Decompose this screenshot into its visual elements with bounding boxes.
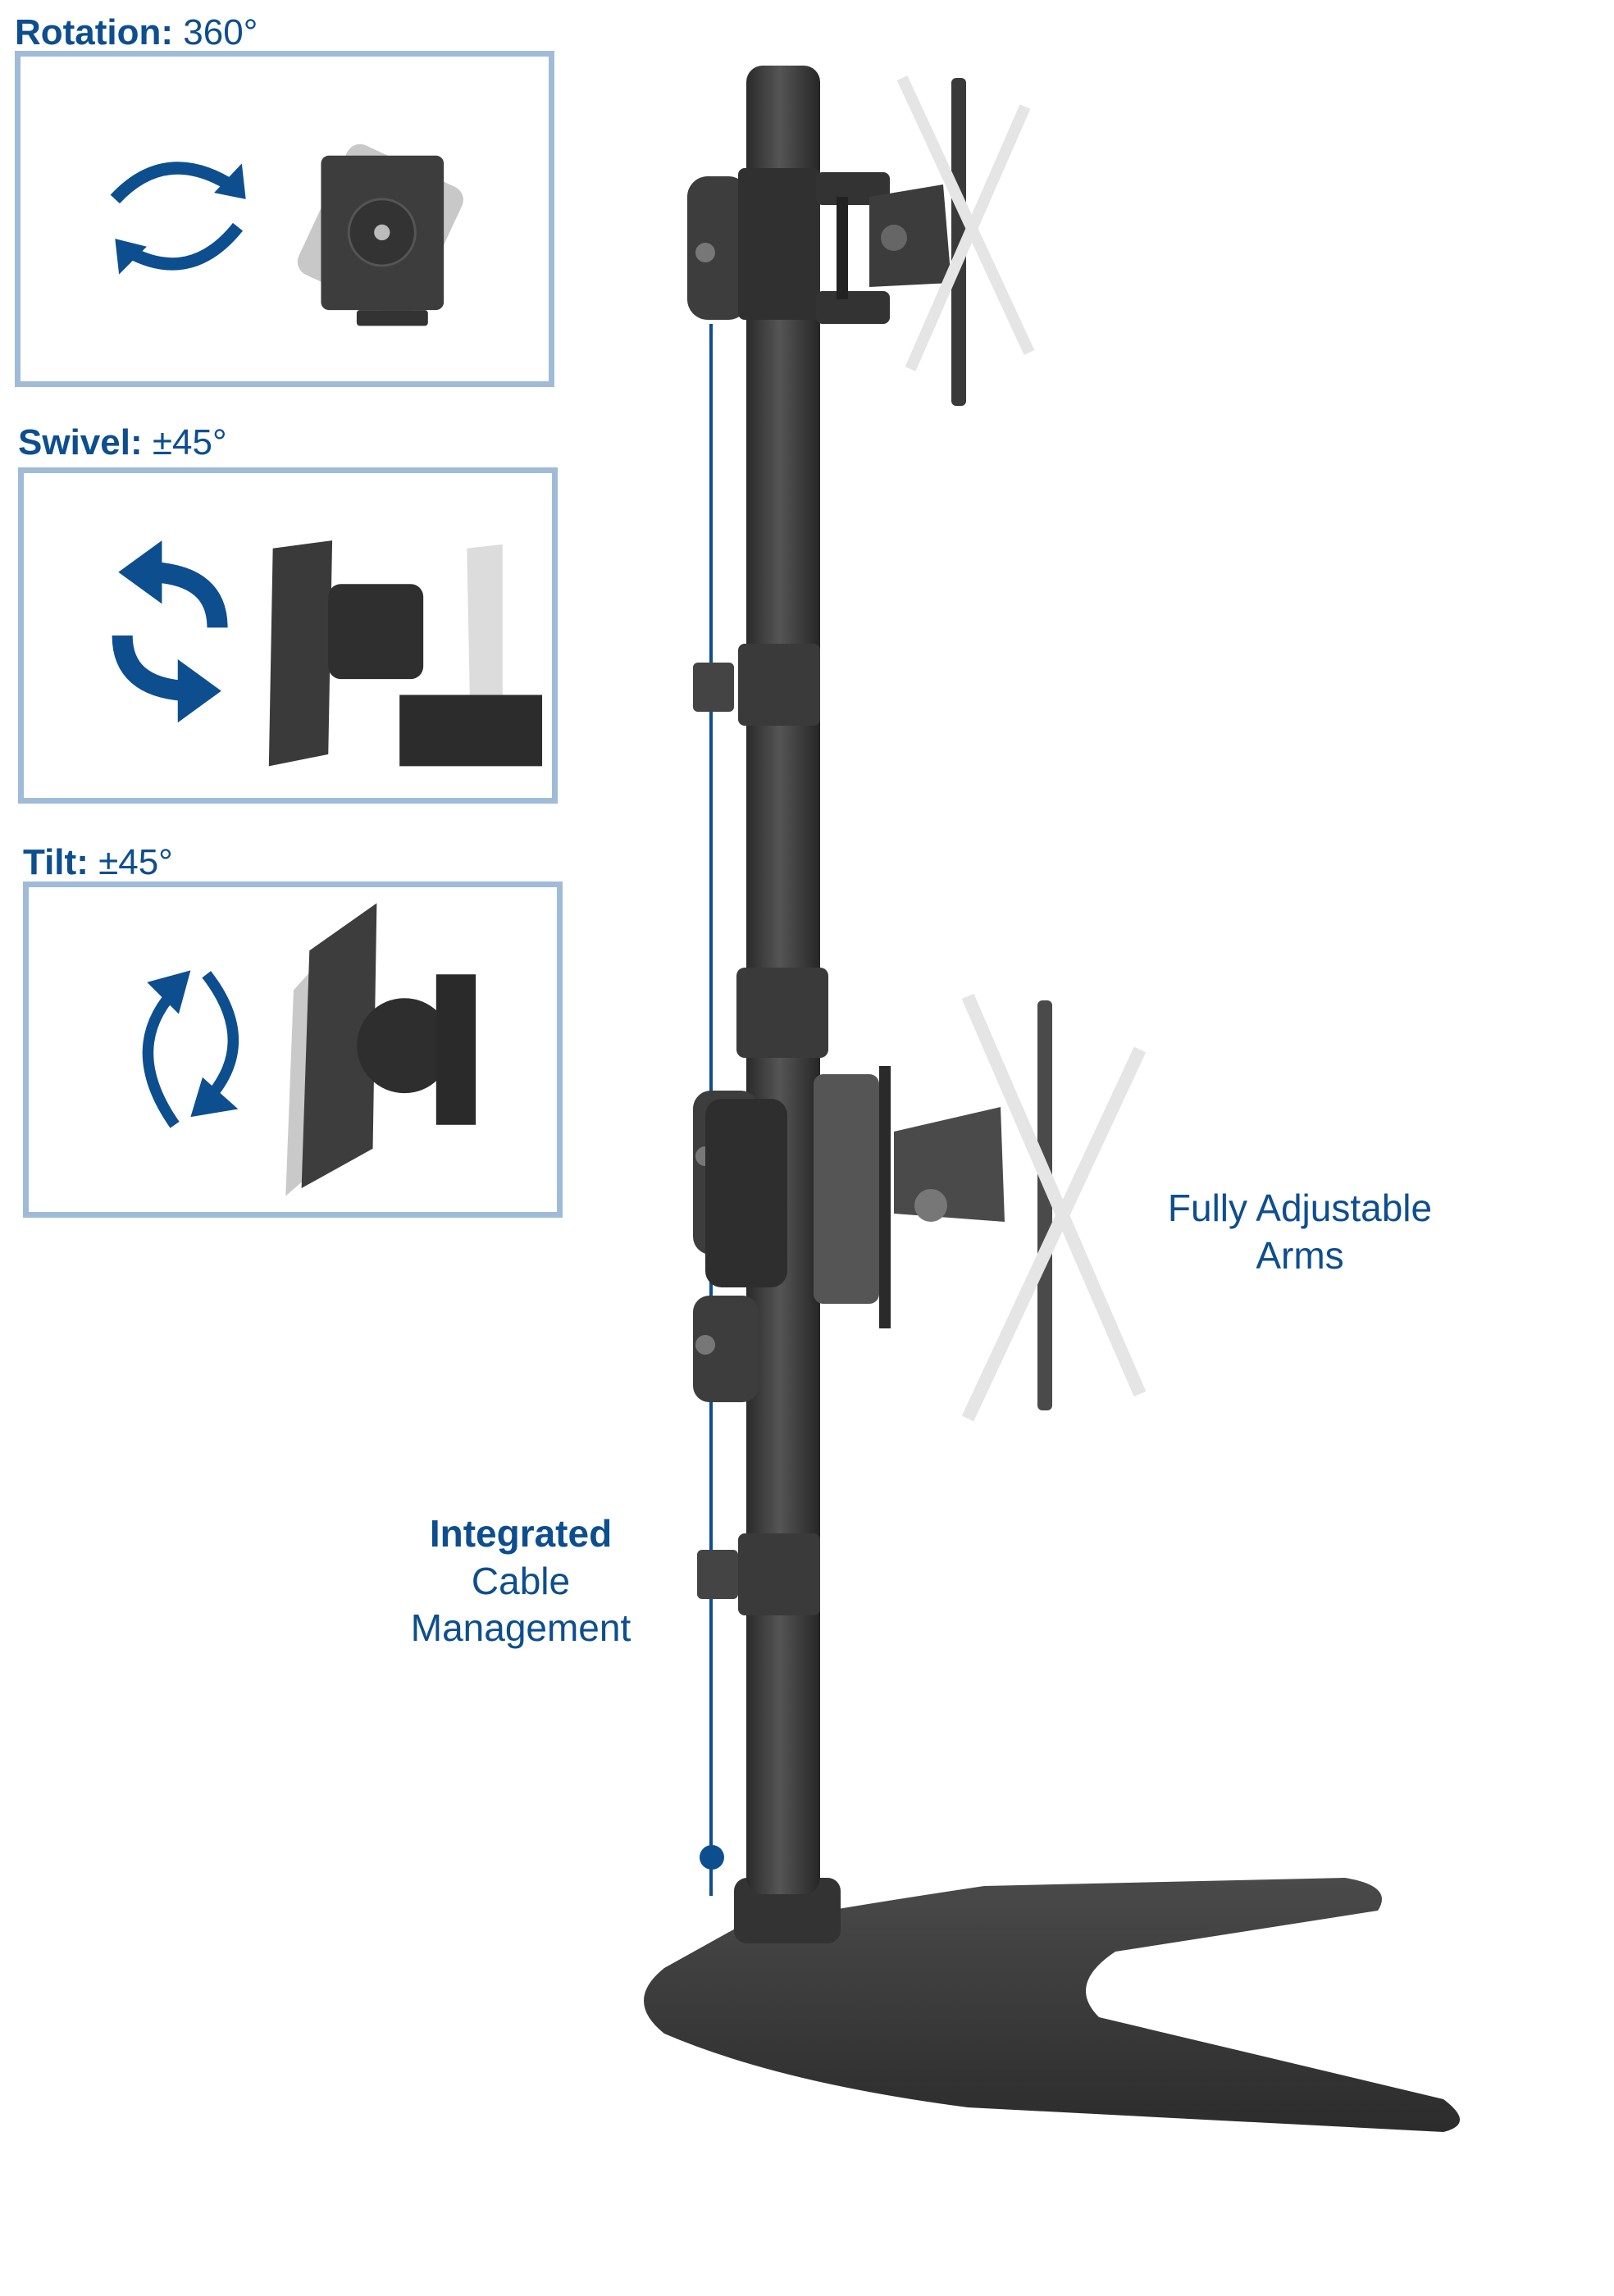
rotate-arrows-icon — [110, 144, 463, 326]
cable-callout: Integrated Cable Management — [357, 1510, 685, 1652]
arms-callout-line2: Arms — [1256, 1233, 1344, 1277]
tilt-name: Tilt — [23, 842, 77, 882]
rotation-name: Rotation — [15, 12, 162, 52]
swivel-label: Swivel: ±45° — [18, 422, 227, 462]
tilt-value: ±45° — [98, 842, 173, 882]
tilt-arrows-icon — [142, 903, 476, 1196]
cable-callout-line2: Cable Management — [410, 1559, 631, 1650]
arms-callout: Fully Adjustable Arms — [1144, 1185, 1456, 1279]
tilt-label: Tilt: ±45° — [23, 842, 173, 882]
swivel-name: Swivel — [18, 422, 130, 462]
tilt-panel — [23, 882, 563, 1218]
middle-arm-bracket — [693, 993, 1147, 1422]
rotation-label: Rotation: 360° — [15, 12, 258, 52]
swivel-panel — [18, 467, 558, 804]
top-arm-bracket — [687, 75, 1035, 406]
stand-base — [644, 1878, 1460, 2132]
cable-callout-line1: Integrated — [429, 1512, 613, 1555]
swivel-arrows-icon — [112, 540, 543, 767]
arms-callout-line1: Fully Adjustable — [1167, 1187, 1433, 1229]
rotation-panel — [15, 51, 554, 387]
swivel-value: ±45° — [152, 422, 227, 462]
rotation-value: 360° — [183, 12, 258, 52]
